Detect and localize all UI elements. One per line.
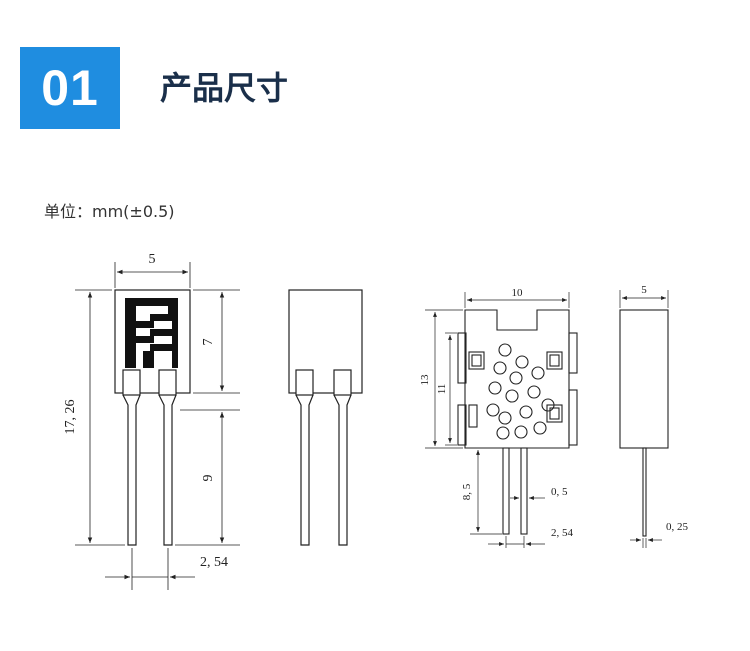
section-number-badge: 01 bbox=[20, 47, 120, 129]
side-thickness-label: 5 bbox=[641, 284, 647, 296]
front-total-height-label: 17, 26 bbox=[63, 400, 78, 435]
module-dimensions bbox=[425, 292, 570, 548]
module-width-label: 10 bbox=[512, 287, 524, 299]
module-pin-pitch-label: 2, 54 bbox=[551, 527, 574, 539]
electrode-pattern bbox=[125, 298, 178, 368]
front-pin-pitch-label: 2, 54 bbox=[200, 555, 228, 570]
module-pin-width-label: 0, 5 bbox=[551, 486, 568, 498]
side-pin-thickness-label: 0, 25 bbox=[666, 521, 689, 533]
front-dimensions bbox=[75, 262, 240, 590]
side-dimensions bbox=[619, 290, 669, 548]
section-title: 产品尺寸 bbox=[160, 69, 289, 107]
front-view bbox=[114, 289, 191, 546]
back-view bbox=[288, 289, 363, 546]
front-body-height-label: 7 bbox=[201, 339, 216, 346]
side-view bbox=[619, 309, 669, 537]
module-view bbox=[457, 309, 578, 535]
unit-label: 单位：mm(±0.5) bbox=[44, 202, 175, 221]
module-pin-length-label: 8, 5 bbox=[461, 483, 473, 500]
module-inner-height-label: 11 bbox=[436, 384, 448, 395]
vent-holes bbox=[486, 343, 555, 440]
module-outer-height-label: 13 bbox=[419, 374, 431, 386]
front-pin-length-label: 9 bbox=[201, 475, 216, 482]
front-width-label: 5 bbox=[149, 252, 156, 267]
